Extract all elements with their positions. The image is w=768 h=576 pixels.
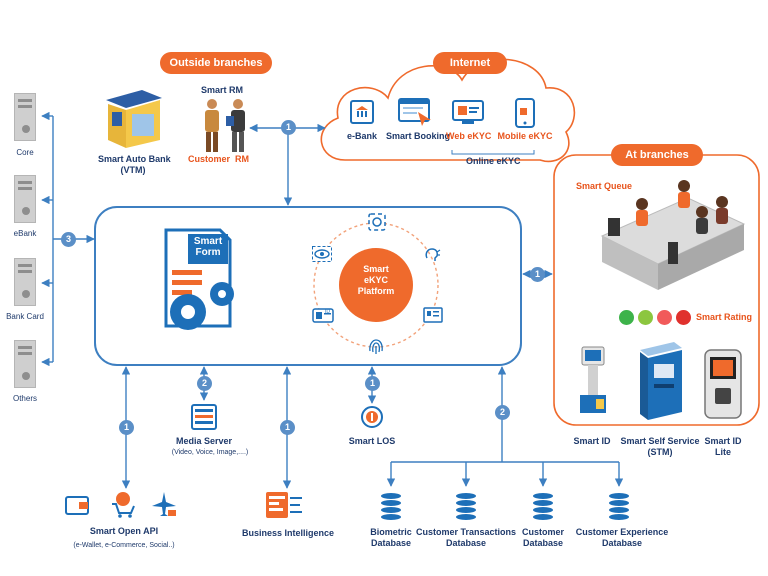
badge-los-connector: 1 [365,376,380,391]
rm-label: RM [235,154,249,164]
customer-transactions-database-label-1: Customer Transactions [415,527,517,537]
smart-queue-office-icon [600,180,746,290]
smart-auto-bank-label: Smart Auto Bank [98,154,171,164]
rating-face-sad-icon[interactable] [657,310,672,325]
smart-id-lite-label-2: Lite [714,447,731,457]
web-ekyc-label: Web eKYC [446,131,492,141]
smart-id-lite-label-1: Smart ID [704,436,742,446]
smart-booking-label: Smart Booking [386,131,451,141]
others-server-icon [14,340,36,388]
badge-database-connector: 2 [495,405,510,420]
ebank-icon [350,100,374,124]
ebank-server-icon [14,175,36,223]
internet-cloud [320,58,576,163]
ekyc-title-line2: eKYC [363,275,388,285]
smart-form-icon [164,228,234,330]
biometric-database-label-1: Biometric [370,527,412,537]
smart-id-lite-kiosk-icon [704,349,742,419]
ekyc-platform-title: Smart eKYC Platform [346,264,406,297]
travel-plane-icon [152,492,176,516]
web-ekyc-icon [452,100,484,124]
face-scan-icon [368,213,386,231]
customer-experience-database-label-1: Customer Experience [575,527,669,537]
id-card-text: ID [325,309,330,315]
document-icon [423,307,443,323]
atm-booth-icon [106,90,162,148]
stm-label: (STM) [647,447,673,457]
smart-los-icon [361,406,383,428]
smart-id-kiosk-icon [580,346,606,413]
customer-experience-database-label-2: Database [601,538,643,548]
badge-api-connector: 1 [119,420,134,435]
vtm-label: (VTM) [120,165,146,175]
customer-database-label-2: Database [522,538,564,548]
badge-right-connector: 1 [530,267,545,282]
smart-queue-label: Smart Queue [575,181,633,191]
smart-self-service-kiosk-icon [640,342,682,420]
biometric-database-label-2: Database [370,538,412,548]
core-label: Core [16,148,34,157]
smart-los-label: Smart LOS [348,436,396,446]
ekyc-title-line1: Smart [363,264,389,274]
ekyc-core [339,248,413,322]
ebank-service-label: e-Bank [346,131,377,141]
customer-rm-people-icon [205,99,245,152]
online-ekyc-label: Online eKYC [466,156,521,166]
voice-icon [425,248,441,261]
smart-rating-label: Smart Rating [696,312,753,322]
customer-transactions-database-label-2: Database [445,538,487,548]
customer-database-icon [532,492,554,521]
outside-branches-pill: Outside branches [160,52,272,74]
customer-experience-database-icon [608,492,630,521]
ebank-label: eBank [13,229,37,238]
badge-top-connector: 1 [281,120,296,135]
internet-pill: Internet [433,52,507,74]
smart-self-service-label: Smart Self Service [620,436,700,446]
bank-card-label: Bank Card [6,312,44,321]
mobile-ekyc-icon [515,98,535,128]
id-card-icon [312,308,334,323]
rating-face-happy-icon[interactable] [638,310,653,325]
others-label: Others [12,394,37,403]
media-server-icon [191,404,217,430]
rating-face-angry-icon[interactable] [676,310,691,325]
smart-id-label: Smart ID [573,436,611,446]
smart-open-api-label: Smart Open API [89,526,159,536]
media-server-sub-label: (Video, Voice, Image,....) [171,449,249,456]
business-intelligence-icon [266,492,302,518]
smart-form-title-line1: Smart [193,236,223,247]
business-intelligence-label: Business Intelligence [241,528,335,538]
at-branches-pill: At branches [611,144,703,166]
ewallet-icon [65,496,89,515]
fingerprint-icon [369,339,383,354]
smart-form-title: Smart Form [189,236,227,258]
media-server-label: Media Server [175,436,233,446]
smart-form-title-line2: Form [195,247,221,258]
smart-booking-icon [398,98,431,126]
bank-card-server-icon [14,258,36,306]
rating-face-very-happy-icon[interactable] [619,310,634,325]
badge-left-connector: 3 [61,232,76,247]
ecommerce-cart-icon [112,492,135,518]
customer-transactions-database-icon [455,492,477,521]
customer-database-label-1: Customer [521,527,564,537]
smart-rm-label: Smart RM [200,85,243,95]
core-server-icon [14,93,36,141]
eye-icon [312,246,332,262]
smart-open-api-sub-label: (e-Wallet, e-Commerce, Social..) [73,542,175,549]
badge-media-connector: 2 [197,376,212,391]
badge-bi-connector: 1 [280,420,295,435]
biometric-database-icon [380,492,402,521]
ekyc-title-line3: Platform [357,286,395,296]
mobile-ekyc-label: Mobile eKYC [497,131,553,141]
customer-label: Customer [188,154,231,164]
